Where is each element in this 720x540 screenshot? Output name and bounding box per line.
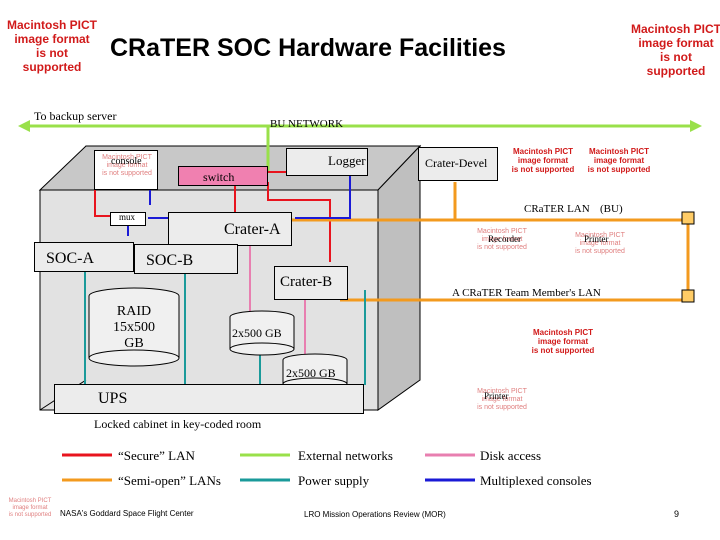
pict-line: is not supported: [511, 165, 575, 174]
switch-label: switch: [203, 170, 235, 184]
raid-label-line: GB: [124, 336, 144, 351]
cabinet-label: Locked cabinet in key-coded room: [94, 417, 262, 431]
console-label: console: [111, 156, 142, 167]
pict-placeholder-top-right: Macintosh PICT image format is not suppo…: [630, 22, 720, 78]
pict-placeholder-printer: Macintosh PICT image format is not suppo…: [560, 232, 640, 256]
disk1-bottom: [229, 342, 295, 356]
pict-placeholder-footer: Macintosh PICT image format is not suppo…: [2, 498, 58, 519]
mux-box: [110, 212, 146, 226]
soc-a-box: [34, 242, 134, 272]
mux-label: mux: [119, 212, 136, 222]
pict-line: Macintosh PICT: [477, 228, 527, 235]
pict-line: is not supported: [477, 244, 527, 251]
pict-line: image format: [517, 156, 569, 165]
pict-line: Macintosh PICT: [512, 147, 573, 156]
ups-label: UPS: [98, 390, 128, 407]
secure-lan-c: [267, 182, 331, 262]
arrow-right: [690, 120, 702, 132]
footer-center: LRO Mission Operations Review (MOR): [304, 510, 446, 519]
cabinet-right: [377, 144, 421, 411]
crater-b-label: Crater-B: [280, 274, 333, 290]
printer2-label: Printer: [484, 391, 509, 401]
recorder-label: Recorder: [488, 234, 521, 244]
legend-label-power: Power supply: [298, 473, 370, 488]
soc-b-box: [134, 244, 238, 274]
pict-line: is not supported: [22, 46, 82, 74]
raid-body: [89, 296, 179, 358]
crater-a-label: Crater-A: [224, 221, 281, 238]
disk1-label: 2x500 GB: [232, 326, 282, 340]
soc-b-label: SOC-B: [146, 252, 194, 269]
logger-label: Logger: [328, 153, 366, 168]
footer-left: NASA's Goddard Space Flight Center: [60, 509, 194, 518]
pict-placeholder-devel-1: Macintosh PICT image format is not suppo…: [508, 147, 578, 174]
pict-line: is not supported: [102, 170, 152, 177]
pict-placeholder-printer-2: Macintosh PICT image format is not suppo…: [462, 388, 542, 412]
pict-line: is not supported: [646, 50, 706, 78]
raid-label: RAID 15x500 GB: [94, 304, 174, 352]
pict-line: is not supported: [575, 248, 625, 255]
console-line-3: [295, 172, 351, 219]
pict-placeholder-team: Macintosh PICT image format is not suppo…: [526, 328, 600, 355]
page-title: CRaTER SOC Hardware Facilities: [110, 34, 506, 62]
printer-label: Printer: [584, 234, 609, 244]
raid-bottom: [88, 349, 180, 367]
crater-devel-box: [418, 147, 498, 181]
pict-line: Macintosh PICT: [102, 154, 152, 161]
pict-line: Macintosh PICT: [588, 147, 649, 156]
lan-end-box: [681, 289, 695, 303]
console-pict-placeholder: Macintosh PICT image format is not suppo…: [97, 154, 157, 178]
pict-line: Macintosh PICT: [477, 388, 527, 395]
console-box: Macintosh PICT image format is not suppo…: [94, 150, 158, 190]
pict-line: image format: [593, 156, 645, 165]
soc-a-label: SOC-A: [46, 250, 95, 267]
bu-network-label: BU NETWORK: [270, 118, 344, 130]
team-lan-label: A CRaTER Team Member's LAN: [452, 287, 601, 299]
backup-label: To backup server: [34, 109, 117, 123]
pict-line: Macintosh PICT: [8, 498, 52, 504]
legend-label-semi: “Semi-open” LANs: [118, 473, 221, 488]
pict-line: image format: [106, 162, 148, 169]
pict-line: image format: [537, 337, 589, 346]
pict-line: is not supported: [477, 404, 527, 411]
pict-placeholder-devel-2: Macintosh PICT image format is not suppo…: [584, 147, 654, 174]
pict-line: image format: [12, 505, 48, 511]
legend-label-secure: “Secure” LAN: [118, 448, 195, 463]
raid-label-line: 15x500: [113, 320, 155, 335]
pict-line: image format: [481, 396, 523, 403]
crater-b-box: [274, 266, 348, 300]
arrow-left: [18, 120, 30, 132]
pict-line: Macintosh PICT: [532, 328, 593, 337]
raid-label-line: RAID: [116, 304, 152, 319]
pict-line: Macintosh PICT: [6, 18, 97, 32]
pict-placeholder-top-left: Macintosh PICT image format is not suppo…: [6, 18, 98, 74]
logger-box: [286, 148, 368, 176]
bu-paren-label: (BU): [600, 203, 623, 215]
pict-line: image format: [481, 236, 523, 243]
legend-label-consoles: Multiplexed consoles: [480, 473, 592, 488]
legend-label-external: External networks: [298, 448, 393, 463]
pict-line: image format: [579, 240, 621, 247]
pict-line: Macintosh PICT: [630, 22, 720, 36]
pict-line: is not supported: [8, 512, 52, 518]
pict-placeholder-recorder: Macintosh PICT image format is not suppo…: [466, 228, 538, 252]
pict-line: is not supported: [531, 346, 595, 355]
page-number: 9: [674, 509, 680, 519]
crater-devel-label: Crater-Devel: [425, 156, 488, 170]
switch-box: [178, 166, 268, 186]
pict-line: is not supported: [587, 165, 651, 174]
pict-line: Macintosh PICT: [575, 232, 625, 239]
ups-box: [54, 384, 364, 414]
lan-end-box-upper: [681, 211, 695, 225]
disk2-label: 2x500 GB: [286, 366, 336, 380]
pict-line: image format: [638, 36, 714, 50]
crater-lan-label: CRaTER LAN: [524, 203, 590, 215]
legend-label-disk: Disk access: [480, 448, 542, 463]
pict-line: image format: [14, 32, 90, 46]
